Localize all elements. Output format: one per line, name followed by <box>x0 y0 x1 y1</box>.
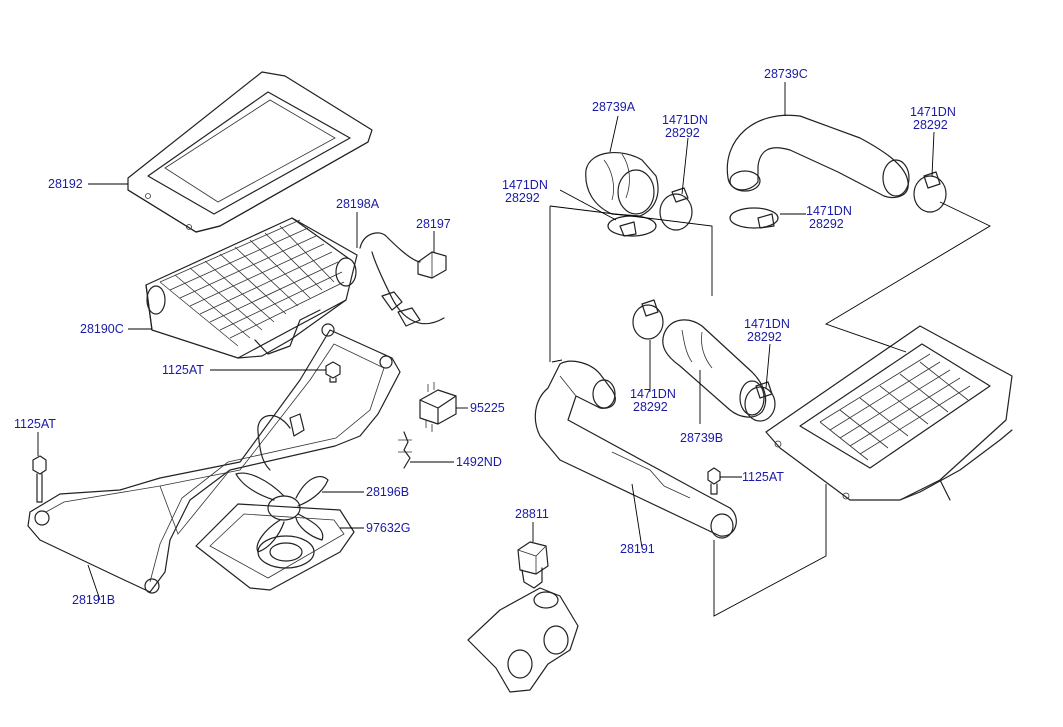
label-clamp2-a[interactable]: 1471DN <box>662 113 708 127</box>
label-1125at-mid[interactable]: 1125AT <box>162 363 204 377</box>
fan-shroud <box>195 503 355 591</box>
sensor-28811 <box>517 541 549 589</box>
label-clamp1-a[interactable]: 1471DN <box>502 178 548 192</box>
label-1125at-left[interactable]: 1125AT <box>14 417 56 431</box>
intercooler-right <box>765 325 1013 501</box>
label-clamp4-a[interactable]: 1471DN <box>910 105 956 119</box>
hose-28739a <box>585 152 659 217</box>
clamp-6 <box>744 381 776 422</box>
label-28739b[interactable]: 28739B <box>680 431 723 445</box>
relay-95225 <box>419 382 457 432</box>
intake-manifold <box>467 587 579 693</box>
pipe-28191 <box>534 360 737 539</box>
bracket-frame <box>27 323 401 594</box>
bolt-1125at-mid <box>325 361 341 383</box>
label-1492nd[interactable]: 1492ND <box>456 455 502 469</box>
label-28739c[interactable]: 28739C <box>764 67 808 81</box>
fan-28196b <box>235 472 329 553</box>
clamp-2 <box>659 187 693 231</box>
label-28196b[interactable]: 28196B <box>366 485 409 499</box>
label-clamp6-a[interactable]: 1471DN <box>744 317 790 331</box>
sensor-harness <box>359 232 445 327</box>
label-97632g[interactable]: 97632G <box>366 521 410 535</box>
part-labels: 28192 28190C 1125AT 1125AT 28198A 28197 … <box>14 67 956 607</box>
fan-wire <box>257 413 305 471</box>
label-28739a[interactable]: 28739A <box>592 100 636 114</box>
label-clamp3-a[interactable]: 1471DN <box>806 204 852 218</box>
label-clamp4-b[interactable]: 28292 <box>913 118 948 132</box>
bolt-1125at-left <box>32 455 47 503</box>
label-28811[interactable]: 28811 <box>515 507 549 521</box>
label-28198a[interactable]: 28198A <box>336 197 380 211</box>
label-clamp6-b[interactable]: 28292 <box>747 330 782 344</box>
clamp-3 <box>729 207 779 229</box>
intercooler-cover <box>127 71 373 233</box>
label-28191[interactable]: 28191 <box>620 542 655 556</box>
intercooler-left <box>145 217 358 359</box>
connector-28197 <box>417 251 447 279</box>
label-95225[interactable]: 95225 <box>470 401 505 415</box>
bolt-1125at-right <box>707 467 721 495</box>
label-28190c[interactable]: 28190C <box>80 322 124 336</box>
hose-28739c <box>726 114 910 199</box>
label-clamp2-b[interactable]: 28292 <box>665 126 700 140</box>
label-clamp5-a[interactable]: 1471DN <box>630 387 676 401</box>
label-clamp3-b[interactable]: 28292 <box>809 217 844 231</box>
clamp-4 <box>913 171 947 213</box>
clamp-1 <box>607 215 657 237</box>
label-28197[interactable]: 28197 <box>416 217 451 231</box>
label-28191b[interactable]: 28191B <box>72 593 115 607</box>
label-1125at-right[interactable]: 1125AT <box>742 470 784 484</box>
hose-28739b <box>662 319 767 418</box>
label-28192[interactable]: 28192 <box>48 177 83 191</box>
label-clamp5-b[interactable]: 28292 <box>633 400 668 414</box>
clip-1492nd <box>398 431 412 469</box>
label-clamp1-b[interactable]: 28292 <box>505 191 540 205</box>
clamp-5 <box>632 299 664 340</box>
leader-lines <box>37 82 991 617</box>
